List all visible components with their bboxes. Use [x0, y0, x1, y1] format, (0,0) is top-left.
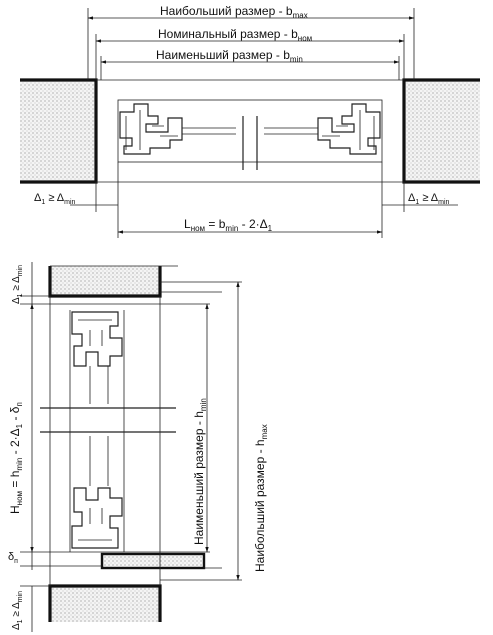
label-gap-right: Δ1 ≥ Δmin [408, 192, 450, 206]
wall-bottom-outline [48, 584, 162, 622]
wall-right [404, 80, 480, 182]
bottom-vertical-section: Δ1 ≥ Δmin Hном = hmin - 2·Δ1 - δп δп Δ1 … [8, 262, 269, 632]
label-gap-bottom: Δ1 ≥ Δmin [11, 591, 24, 630]
sill-block-outline [100, 552, 206, 570]
label-hmax: Наибольший размер - hmax [253, 424, 269, 572]
label-delta-p: δп [8, 551, 18, 565]
label-bmin: Наименьший размер - bmin [156, 48, 303, 64]
label-gap-left: Δ1 ≥ Δmin [34, 192, 76, 206]
wall-top [50, 266, 160, 296]
label-bmax: Наибольший размер - bmax [160, 4, 308, 20]
label-lnom: Lном = bmin - 2·Δ1 [184, 217, 273, 233]
sill-block [102, 554, 204, 568]
label-h-nom: Hном = hmin - 2·Δ1 - δп [8, 402, 24, 514]
profile-top [71, 311, 123, 404]
wall-top-outline [48, 266, 162, 298]
wall-left [20, 80, 96, 182]
profile-bottom [71, 436, 123, 549]
label-gap-top: Δ1 ≥ Δmin [11, 265, 24, 304]
label-hmin: Наименьший размер - hmin [192, 398, 208, 545]
label-bnom: Номинальный размер - bном [158, 27, 312, 43]
top-plan-section: Наибольший размер - bmax Номинальный раз… [20, 4, 480, 238]
wall-bottom [50, 586, 160, 622]
wall-right-outline [402, 78, 480, 184]
profile-right [264, 103, 381, 155]
wall-left-outline [20, 78, 98, 184]
window-frame-plan [117, 99, 383, 163]
profile-left [119, 103, 236, 155]
